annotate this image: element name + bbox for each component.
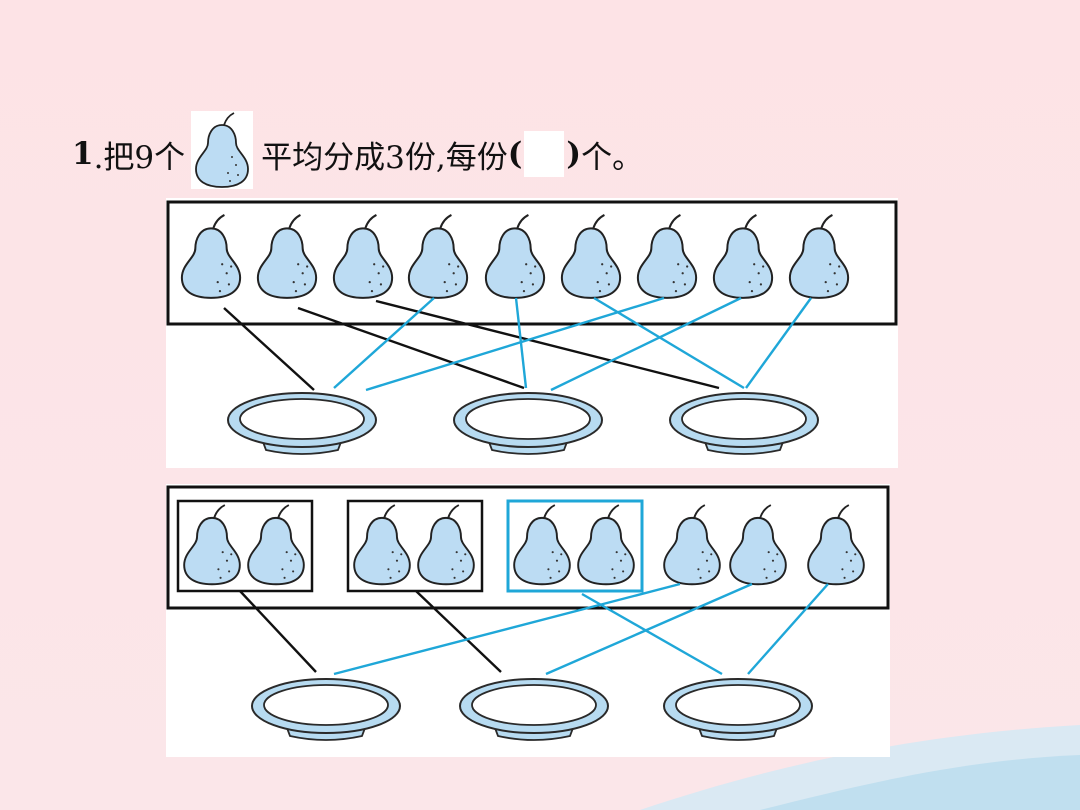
pear-icon bbox=[577, 504, 635, 586]
connector-line bbox=[415, 590, 502, 673]
plate-icon bbox=[453, 392, 603, 455]
pear-icon bbox=[663, 504, 721, 586]
question-number: 1 bbox=[72, 136, 94, 172]
pear-icon bbox=[191, 111, 254, 189]
pear-icon bbox=[332, 214, 394, 299]
pear-icon bbox=[353, 504, 411, 586]
pear-icon bbox=[788, 214, 850, 299]
plate-icon bbox=[663, 678, 813, 741]
pears-frame bbox=[166, 200, 898, 326]
plate-icon bbox=[251, 678, 401, 741]
question-text-after: 平均分成3份,每份 bbox=[261, 139, 508, 176]
pear-icon bbox=[256, 214, 318, 299]
connector-line bbox=[747, 583, 829, 675]
pear-icon bbox=[729, 504, 787, 586]
pear-icon bbox=[417, 504, 475, 586]
connector-line bbox=[333, 297, 435, 389]
pear-icon bbox=[183, 504, 241, 586]
connector-line bbox=[239, 590, 317, 673]
plate-icon bbox=[459, 678, 609, 741]
connector-line bbox=[581, 592, 723, 676]
connector-line bbox=[223, 307, 315, 391]
pear-icon bbox=[560, 214, 622, 299]
pear-icon bbox=[484, 214, 546, 299]
pear-icon bbox=[712, 214, 774, 299]
question-text-before: .把9个 bbox=[93, 139, 186, 176]
paren-close: ) bbox=[566, 136, 582, 172]
connector-line bbox=[333, 582, 681, 676]
figure-one bbox=[166, 198, 898, 468]
pear-icon bbox=[180, 214, 242, 299]
plate-icon bbox=[227, 392, 377, 455]
group-box-highlight bbox=[506, 499, 644, 593]
figure-two bbox=[166, 484, 890, 757]
connector-line bbox=[365, 296, 665, 392]
connector-line bbox=[514, 297, 528, 389]
pear-icon bbox=[247, 504, 305, 586]
group-box bbox=[176, 499, 314, 593]
pear-icon bbox=[513, 504, 571, 586]
connector-line bbox=[297, 306, 525, 390]
connector-line bbox=[550, 296, 742, 392]
pear-icon bbox=[807, 504, 865, 586]
group-box bbox=[346, 499, 484, 593]
paren-open: ( bbox=[507, 136, 523, 172]
pear-icon bbox=[407, 214, 469, 299]
connector-line bbox=[545, 582, 753, 676]
connector-line bbox=[745, 297, 812, 389]
answer-blank[interactable] bbox=[524, 131, 565, 177]
pears-frame bbox=[166, 485, 890, 610]
pear-icon bbox=[636, 214, 698, 299]
question-text-end: 个。 bbox=[581, 139, 644, 176]
plate-icon bbox=[669, 392, 819, 455]
connector-line bbox=[593, 296, 745, 390]
connector-line bbox=[375, 299, 720, 390]
question-line: 1 .把9个 平均分成3份,每份 ( ) 个。 bbox=[72, 111, 644, 189]
